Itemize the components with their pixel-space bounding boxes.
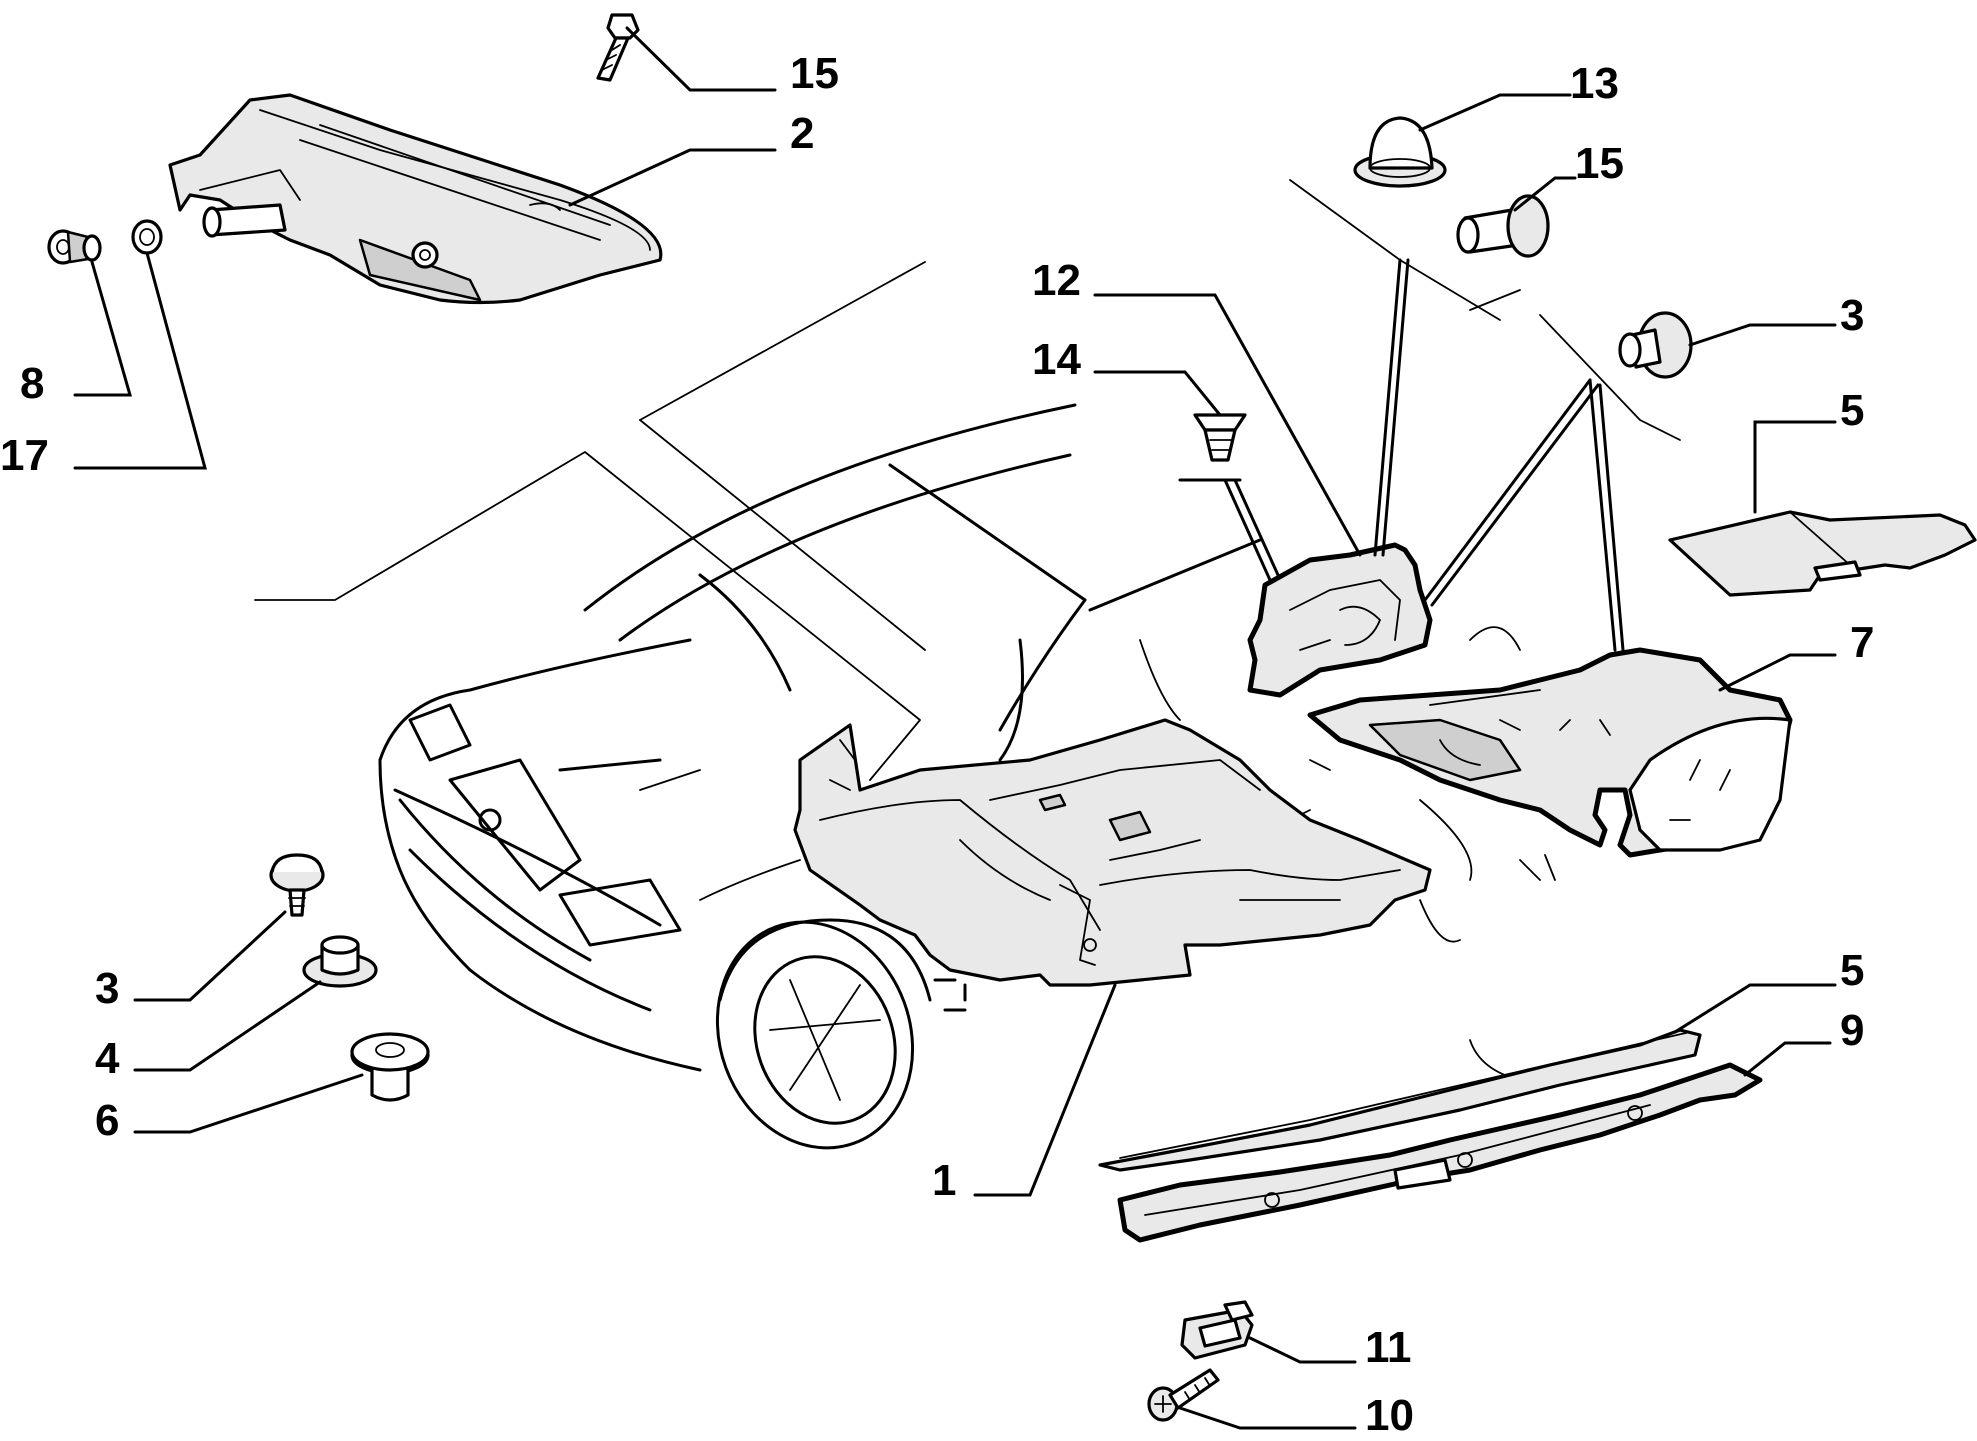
part-15-plug (1456, 194, 1550, 258)
callout-17: 17 (0, 431, 49, 480)
part-12-rear-insulation (1247, 542, 1433, 698)
callout-14: 14 (1032, 335, 1081, 384)
part-16-screw (596, 13, 640, 82)
car-body-outline (378, 403, 1556, 1150)
part-5-sill-trim (1098, 1028, 1702, 1172)
part-1-front-carpet (793, 718, 1432, 987)
part-2-air-duct (168, 93, 663, 305)
part-4-stud (302, 935, 378, 988)
callout-10: 10 (1365, 1391, 1414, 1440)
callout-3-lower: 3 (95, 964, 119, 1013)
part-9-sill-trim (1117, 1062, 1763, 1243)
part-8-grommet (47, 229, 102, 265)
part-3-push-clip-upper (1618, 311, 1693, 379)
part-14-clip (1193, 413, 1247, 462)
callout-12: 12 (1032, 256, 1081, 305)
callout-5-upper: 5 (1840, 386, 1864, 435)
part-3-push-clip-lower (269, 853, 325, 917)
callout-1: 1 (932, 1156, 956, 1205)
callout-labels: 15 2 8 17 13 15 3 5 12 14 7 1 5 9 3 4 6 … (0, 49, 1874, 1440)
callout-15: 15 (1575, 139, 1624, 188)
callout-9: 9 (1840, 1006, 1864, 1055)
part-13-cap (1353, 116, 1447, 188)
callout-11: 11 (1365, 1323, 1412, 1372)
part-10-screw (1147, 1368, 1220, 1422)
callout-16: 15 (790, 49, 839, 98)
part-11-clip (1180, 1300, 1254, 1360)
callout-5-lower: 5 (1840, 946, 1864, 995)
callout-7: 7 (1850, 618, 1874, 667)
callout-8: 8 (20, 359, 44, 408)
part-6-bumper-pad (350, 1032, 430, 1102)
callout-2: 2 (790, 109, 814, 158)
part-5-floor-mat (1668, 510, 1977, 597)
callout-13: 13 (1570, 59, 1619, 108)
callout-4: 4 (95, 1034, 120, 1083)
callout-6: 6 (95, 1096, 119, 1145)
part-17-washer (131, 219, 163, 255)
callout-leaders (73, 26, 1837, 1430)
part-7-rear-carpet (1307, 647, 1793, 858)
callout-3-upper: 3 (1840, 291, 1864, 340)
